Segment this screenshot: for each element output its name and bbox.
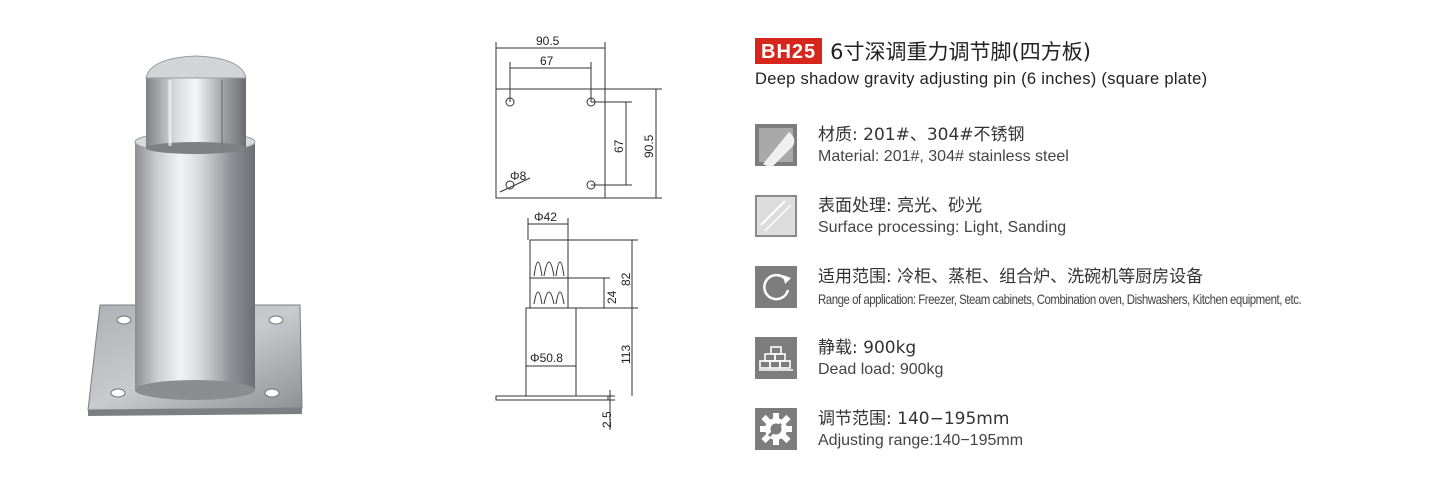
product-header: BH25 6寸深调重力调节脚(四方板) Deep shadow gravity … <box>755 36 1435 89</box>
dim-plate-thickness: 2.5 <box>600 411 614 428</box>
adjustable-foot-image <box>87 55 303 416</box>
dim-cap-height: 24 <box>605 290 619 304</box>
spec-adjust-range: 调节范围: 140−195mm Adjusting range:140−195m… <box>755 408 1023 452</box>
dim-hole-spacing-x: 67 <box>540 54 554 68</box>
dim-plate-width: 90.5 <box>536 34 560 48</box>
spec-surface-en: Surface processing: Light, Sanding <box>818 219 1067 236</box>
technical-drawing: 90.5 67 67 90.5 Φ8 Φ42 82 24 Φ50.8 113 2… <box>470 30 700 440</box>
spec-material-en: Material: 201#, 304# stainless steel <box>818 148 1069 165</box>
dim-cap-diameter: Φ42 <box>534 210 557 224</box>
title-english: Deep shadow gravity adjusting pin (6 inc… <box>755 70 1208 88</box>
title-chinese: 6寸深调重力调节脚(四方板) <box>830 40 1091 64</box>
model-badge: BH25 <box>755 38 823 64</box>
spec-material: 材质: 201#、304#不锈钢 Material: 201#, 304# st… <box>755 124 1069 168</box>
dim-body-diameter: Φ50.8 <box>530 351 563 365</box>
spec-adjust-range-en: Adjusting range:140−195mm <box>818 432 1024 449</box>
surface-icon <box>755 195 797 237</box>
dim-adjust-height: 82 <box>619 272 633 286</box>
spec-load: 静载: 900kg Dead load: 900kg <box>755 337 943 381</box>
product-photo <box>80 50 310 420</box>
spec-material-cn: 材质: 201#、304#不锈钢 <box>818 125 1025 145</box>
cycle-icon <box>755 266 797 308</box>
spec-application-en: Range of application: Freezer, Steam cab… <box>818 291 1302 307</box>
spec-application-cn: 适用范围: 冷柜、蒸柜、组合炉、洗碗机等厨房设备 <box>818 267 1204 287</box>
gear-icon <box>755 408 797 450</box>
spec-surface: 表面处理: 亮光、砂光 Surface processing: Light, S… <box>755 195 1066 239</box>
load-icon <box>755 337 797 379</box>
spec-load-cn: 静载: 900kg <box>818 338 917 358</box>
spec-surface-cn: 表面处理: 亮光、砂光 <box>818 196 983 216</box>
dimension-drawing: 90.5 67 67 90.5 Φ8 Φ42 82 24 Φ50.8 113 2… <box>495 34 662 430</box>
spec-application: 适用范围: 冷柜、蒸柜、组合炉、洗碗机等厨房设备 Range of applic… <box>755 266 1407 310</box>
spec-load-en: Dead load: 900kg <box>818 361 944 378</box>
material-icon <box>755 124 797 166</box>
dim-hole-spacing-y: 67 <box>612 139 626 153</box>
title-row: BH25 6寸深调重力调节脚(四方板) <box>755 36 1435 66</box>
spec-adjust-range-cn: 调节范围: 140−195mm <box>818 409 1010 429</box>
dim-plate-height: 90.5 <box>642 134 656 158</box>
dim-body-height: 113 <box>619 345 633 364</box>
dim-hole-diameter: Φ8 <box>510 169 527 183</box>
